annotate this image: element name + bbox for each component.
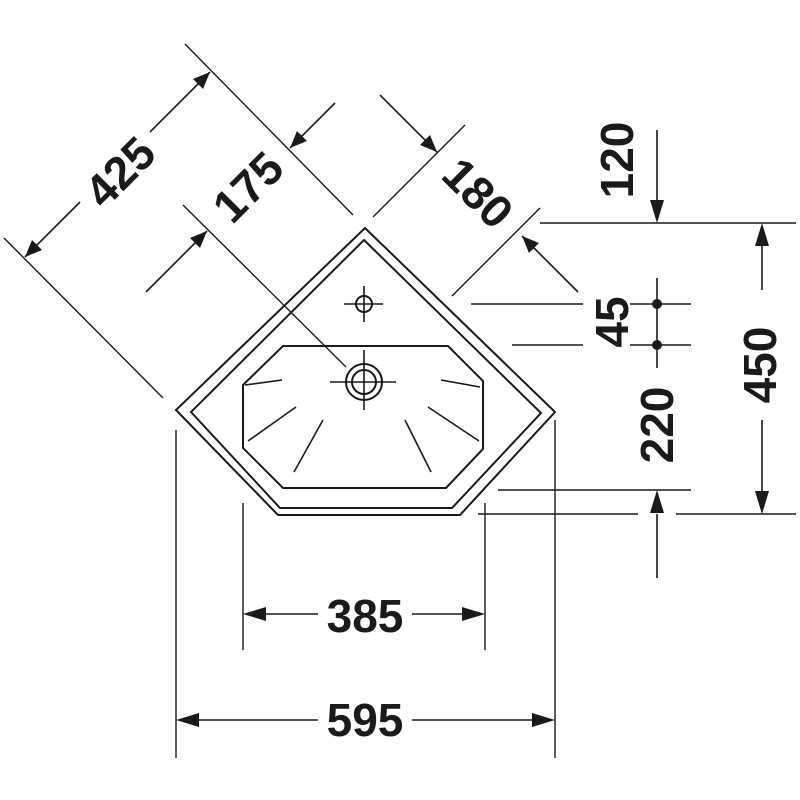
- dimension-label-595: 595: [327, 694, 404, 746]
- dimension-425: 425: [3, 43, 354, 399]
- dimension-120: 120: [591, 122, 664, 223]
- dimension-label-220: 220: [631, 387, 683, 464]
- basin-outline: [174, 226, 557, 516]
- dimension-450: 450: [734, 223, 786, 514]
- dimension-label-425: 425: [74, 126, 165, 217]
- dimension-220: 220: [631, 387, 683, 578]
- dimension-label-120: 120: [591, 122, 643, 199]
- dimension-385: 385: [243, 590, 485, 642]
- dimension-45: 45: [586, 278, 662, 368]
- dimension-label-385: 385: [327, 590, 404, 642]
- drain-hole: [330, 350, 396, 410]
- dimension-label-180: 180: [432, 147, 523, 238]
- dimension-label-175: 175: [202, 141, 293, 232]
- dimension-label-45: 45: [586, 296, 638, 347]
- tap-hole: [344, 286, 383, 322]
- dimension-label-450: 450: [734, 327, 786, 404]
- dimension-595: 595: [176, 694, 555, 746]
- dimension-175: 175: [145, 102, 347, 368]
- basin-bowl: [242, 345, 484, 489]
- bottom-extension-lines: [175, 420, 556, 758]
